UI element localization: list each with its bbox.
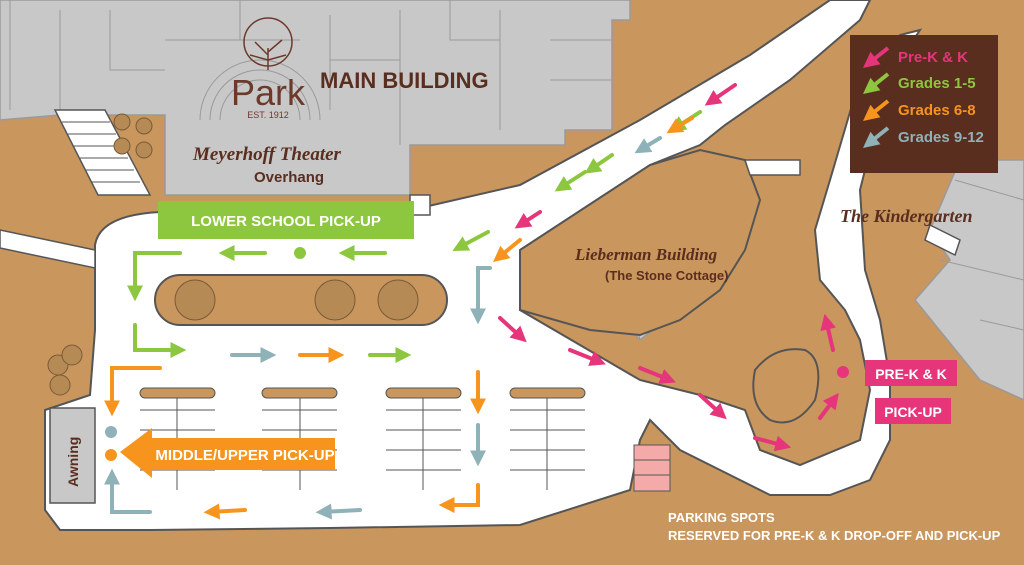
- prek-pickup-label-2: PICK-UP: [884, 404, 942, 420]
- prek-pickup-dot: [837, 366, 849, 378]
- prek-arrow: [638, 366, 676, 384]
- stone-cottage-label: (The Stone Cottage): [605, 268, 729, 283]
- grades-9-12-arrow: [315, 503, 362, 520]
- logo-wordmark: Park: [231, 72, 306, 113]
- lower-school-pickup: LOWER SCHOOL PICK-UP: [158, 201, 414, 239]
- lieberman-label: Lieberman Building: [574, 245, 718, 264]
- grades-6-8-arrow: [493, 238, 522, 263]
- prek-arrow: [820, 313, 836, 352]
- legend-item-grades-1-5: Grades 1-5: [863, 72, 976, 94]
- tree-island: [154, 274, 448, 326]
- middle-upper-pickup-dot: [105, 449, 117, 461]
- middle-upper-pickup-label: MIDDLE/UPPER PICK-UP: [155, 447, 334, 464]
- grades-9-12-arrow: [634, 136, 662, 154]
- logo-est: EST. 1912: [247, 110, 289, 120]
- reserved-parking-spots: [633, 444, 671, 492]
- prek-pickup-label-1: PRE-K & K: [875, 366, 947, 382]
- parking-note-line2: RESERVED FOR PRE-K & K DROP-OFF AND PICK…: [668, 528, 1001, 543]
- awning: Awning: [49, 407, 96, 504]
- upper-pickup-dot: [105, 426, 117, 438]
- grades-1-5-arrow: [584, 153, 614, 174]
- grades-1-5-arrow: [133, 323, 187, 358]
- legend-label: Grades 9-12: [898, 129, 984, 146]
- grades-1-5-arrow: [127, 251, 182, 302]
- grades-6-8-arrow: [104, 366, 162, 417]
- parking-note-line1: PARKING SPOTS: [668, 510, 775, 525]
- prek-arrow: [753, 435, 792, 452]
- lower-school-pickup-dot: [294, 247, 306, 259]
- legend-item-grades-6-8: Grades 6-8: [863, 99, 976, 121]
- prek-arrow: [514, 210, 542, 229]
- shrub-group-left: [47, 344, 83, 396]
- shrub-group-top: [113, 113, 153, 159]
- prek-pickup: PRE-K & K PICK-UP: [865, 360, 957, 424]
- grades-1-5-arrow: [554, 170, 587, 192]
- staircase: [53, 109, 152, 196]
- prek-arrow: [498, 316, 527, 343]
- legend: Pre-K & K Grades 1-5 Grades 6-8 Grades 9…: [850, 35, 998, 173]
- kindergarten-label: The Kindergarten: [840, 206, 973, 226]
- prek-arrow: [698, 393, 727, 420]
- theater-label: Meyerhoff Theater: [192, 144, 342, 165]
- lower-school-pickup-label: LOWER SCHOOL PICK-UP: [191, 213, 381, 230]
- legend-item-grades-9-12: Grades 9-12: [863, 126, 984, 148]
- overhang-label: Overhang: [254, 169, 324, 186]
- middle-upper-pickup: MIDDLE/UPPER PICK-UP: [120, 428, 335, 478]
- legend-arrow-icon: [863, 126, 890, 148]
- grades-6-8-arrow: [666, 116, 694, 134]
- main-building-label: MAIN BUILDING: [320, 68, 489, 93]
- legend-item-prek: Pre-K & K: [863, 46, 968, 68]
- prek-arrow: [704, 83, 737, 106]
- grades-6-8-arrow: [203, 503, 247, 520]
- legend-arrow-icon: [863, 46, 890, 68]
- legend-label: Grades 1-5: [898, 75, 976, 92]
- grades-9-12-arrow: [470, 266, 492, 325]
- grades-6-8-arrow: [438, 483, 480, 513]
- legend-arrow-icon: [863, 72, 890, 94]
- legend-label: Pre-K & K: [898, 49, 968, 66]
- prek-arrow: [818, 392, 839, 420]
- traffic-arrows: [104, 83, 839, 520]
- park-logo: Park EST. 1912: [231, 17, 306, 120]
- tree-logo-icon: [243, 17, 293, 70]
- legend-label: Grades 6-8: [898, 102, 976, 119]
- grades-1-5-arrow: [452, 230, 490, 252]
- prek-arrow: [568, 348, 606, 366]
- grades-9-12-arrow: [104, 468, 152, 514]
- awning-label: Awning: [65, 437, 81, 487]
- legend-arrow-icon: [863, 99, 890, 121]
